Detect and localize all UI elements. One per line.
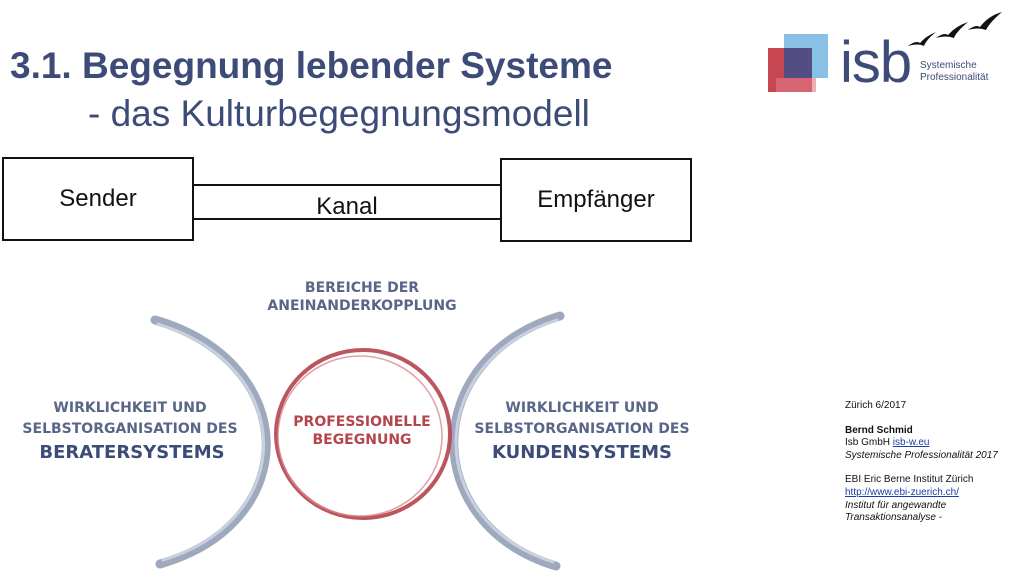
right-label-line3: KUNDENSYSTEMS bbox=[492, 442, 672, 463]
info-company: Isb GmbH isb-w.eu bbox=[845, 437, 1020, 450]
channel-box: Kanal bbox=[192, 184, 502, 220]
receiver-box: Empfänger bbox=[500, 158, 692, 242]
logo-tagline-line2: Professionalität bbox=[920, 72, 989, 83]
left-label-line2: SELBSTORGANISATION DES bbox=[22, 421, 237, 437]
sender-box: Sender bbox=[2, 157, 194, 241]
center-label-line1: PROFESSIONELLE bbox=[293, 414, 430, 430]
right-label-line1: WIRKLICHKEIT UND bbox=[505, 400, 658, 416]
company-link[interactable]: isb-w.eu bbox=[892, 437, 930, 449]
info-institute-desc1: Institut für angewandte bbox=[845, 499, 947, 511]
culture-model-illustration: BEREICHE DER ANEINANDERKOPPLUNG WIRKLICH… bbox=[22, 280, 690, 571]
right-arc-highlight bbox=[454, 318, 559, 564]
center-circle-inner bbox=[277, 355, 443, 517]
center-label-line2: BEGEGNUNG bbox=[312, 432, 411, 448]
receiver-label: Empfänger bbox=[537, 186, 655, 213]
sender-label: Sender bbox=[59, 185, 137, 212]
channel-label: Kanal bbox=[316, 193, 378, 220]
info-book: Systemische Professionalität 2017 bbox=[845, 449, 998, 461]
center-circle bbox=[274, 348, 452, 520]
info-company-prefix: Isb GmbH bbox=[845, 437, 891, 449]
info-block: Zürich 6/2017 Bernd Schmid Isb GmbH isb-… bbox=[845, 400, 1020, 525]
right-arc bbox=[449, 311, 565, 571]
slide-subtitle: - das Kulturbegegnungsmodell bbox=[88, 93, 590, 134]
birds-icon bbox=[908, 12, 1002, 46]
info-institute-desc2: Transaktionsanalyse - bbox=[845, 512, 943, 524]
left-arc bbox=[150, 315, 271, 569]
left-label-line3: BERATERSYSTEMS bbox=[39, 442, 224, 463]
institute-link[interactable]: http://www.ebi-zuerich.ch/ bbox=[845, 486, 959, 498]
logo-squares-icon bbox=[768, 34, 828, 92]
logo-wordmark: isb bbox=[840, 30, 912, 95]
left-arc-highlight bbox=[156, 322, 266, 562]
logo-tagline-line1: Systemische bbox=[920, 60, 977, 71]
info-author: Bernd Schmid bbox=[845, 424, 913, 436]
top-label-line1: BEREICHE DER bbox=[305, 280, 419, 296]
isb-logo: isb Systemische Professionalität bbox=[768, 10, 1018, 100]
logo-tagline: Systemische Professionalität bbox=[920, 60, 988, 84]
info-date: Zürich 6/2017 bbox=[845, 400, 907, 411]
culture-encounter-model: BEREICHE DER ANEINANDERKOPPLUNG WIRKLICH… bbox=[0, 262, 760, 572]
right-label-line2: SELBSTORGANISATION DES bbox=[474, 421, 689, 437]
slide-title: 3.1. Begegnung lebender Systeme bbox=[10, 45, 613, 86]
left-label-line1: WIRKLICHKEIT UND bbox=[53, 400, 206, 416]
top-label-line2: ANEINANDERKOPPLUNG bbox=[267, 298, 456, 314]
info-institute: EBI Eric Berne Institut Zürich bbox=[845, 474, 974, 486]
